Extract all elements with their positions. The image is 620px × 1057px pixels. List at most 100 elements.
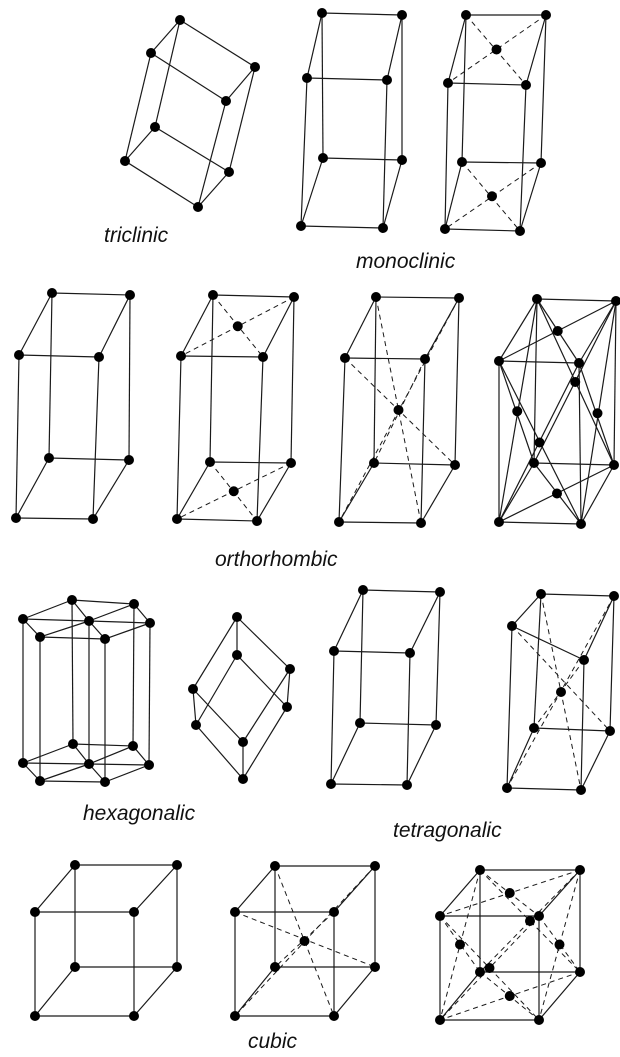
monoclinic-primitive bbox=[296, 8, 407, 233]
lattice-point bbox=[318, 153, 328, 163]
edge bbox=[124, 126, 156, 162]
lattice-point bbox=[145, 618, 155, 628]
edge bbox=[461, 14, 467, 163]
lattice-point bbox=[534, 1015, 544, 1025]
lattice-point bbox=[461, 10, 471, 20]
edge bbox=[498, 521, 582, 525]
lattice-point bbox=[150, 122, 160, 132]
lattice-point bbox=[286, 458, 296, 468]
edge bbox=[338, 521, 422, 524]
lattice-point bbox=[440, 224, 450, 234]
edge bbox=[511, 593, 542, 627]
lattice-point bbox=[270, 962, 280, 972]
edge bbox=[382, 79, 388, 229]
lattice-point bbox=[88, 514, 98, 524]
lattice-point bbox=[397, 10, 407, 20]
edge bbox=[506, 625, 513, 789]
lattice-point bbox=[172, 962, 182, 972]
lattice-point bbox=[504, 888, 515, 898]
edge bbox=[330, 650, 335, 785]
dashed-edge bbox=[447, 14, 547, 84]
tetragonal-body-centered bbox=[502, 589, 619, 795]
edge bbox=[39, 636, 106, 640]
lattice-point bbox=[250, 62, 260, 72]
lattice-point bbox=[67, 595, 77, 605]
lattice-point bbox=[84, 616, 94, 626]
dashed-edge bbox=[439, 915, 481, 973]
edge bbox=[406, 724, 437, 786]
edge bbox=[580, 659, 585, 791]
edge bbox=[344, 357, 426, 360]
lattice-point bbox=[228, 486, 239, 497]
edge bbox=[447, 14, 467, 84]
lattice-point bbox=[124, 455, 134, 465]
lattice-point bbox=[128, 741, 138, 751]
edge bbox=[533, 593, 542, 729]
label-tetragonalic: tetragonalic bbox=[393, 819, 502, 842]
edge bbox=[338, 462, 375, 523]
edge bbox=[444, 82, 449, 230]
edge bbox=[71, 599, 74, 745]
orthorhombic-face-centered bbox=[494, 294, 620, 529]
edge bbox=[176, 461, 211, 520]
lattice-point bbox=[609, 591, 619, 601]
lattice-point bbox=[230, 907, 240, 917]
edge bbox=[322, 157, 403, 161]
edge bbox=[300, 157, 324, 227]
edge bbox=[22, 743, 74, 764]
edge bbox=[48, 457, 130, 461]
edge bbox=[373, 462, 456, 466]
lattice-point bbox=[393, 405, 404, 415]
lattice-point bbox=[125, 290, 135, 300]
edge bbox=[39, 780, 106, 783]
lattice-point bbox=[371, 292, 381, 302]
edge bbox=[192, 688, 197, 726]
edge bbox=[209, 294, 214, 463]
lattice-point bbox=[232, 321, 243, 332]
lattice-point bbox=[541, 10, 551, 20]
edge bbox=[540, 593, 615, 597]
label-hexagonalic: hexagonalic bbox=[83, 802, 196, 825]
edge bbox=[34, 864, 76, 913]
lattice-point bbox=[552, 488, 562, 499]
lattice-point bbox=[504, 991, 515, 1001]
lattice-point bbox=[455, 939, 465, 950]
lattice-point bbox=[230, 1011, 240, 1021]
edge bbox=[525, 14, 547, 86]
lattice-point bbox=[146, 48, 156, 58]
lattice-point bbox=[188, 684, 198, 694]
edge bbox=[359, 722, 437, 726]
edge bbox=[333, 589, 364, 652]
edge bbox=[321, 12, 324, 159]
edge bbox=[306, 77, 388, 81]
lattice-point bbox=[94, 352, 104, 362]
edge bbox=[192, 688, 244, 743]
edge bbox=[333, 966, 376, 1017]
lattice-point bbox=[232, 612, 242, 622]
monoclinic-base-centered bbox=[440, 10, 551, 236]
edge bbox=[133, 966, 178, 1017]
lattice-point bbox=[282, 702, 292, 712]
lattice-point bbox=[487, 191, 497, 202]
edge bbox=[286, 668, 291, 708]
lattice-point bbox=[494, 517, 504, 527]
edge bbox=[192, 616, 238, 690]
lattice-point bbox=[576, 519, 586, 529]
edge bbox=[98, 294, 131, 358]
edge bbox=[197, 171, 230, 208]
lattice-point bbox=[100, 634, 110, 644]
edge bbox=[580, 464, 615, 525]
lattice-point bbox=[443, 78, 453, 88]
lattice-point bbox=[378, 223, 388, 233]
edge bbox=[72, 743, 134, 747]
edge bbox=[150, 19, 181, 54]
lattice-point bbox=[191, 720, 201, 730]
orthorhombic-body-centered bbox=[334, 292, 464, 528]
edge bbox=[386, 14, 403, 81]
edge bbox=[88, 620, 151, 624]
lattice-point bbox=[129, 907, 139, 917]
lattice-point bbox=[529, 458, 539, 468]
lattice-point bbox=[172, 514, 182, 524]
lattice-point bbox=[340, 353, 350, 363]
dashed-edge bbox=[375, 296, 422, 524]
